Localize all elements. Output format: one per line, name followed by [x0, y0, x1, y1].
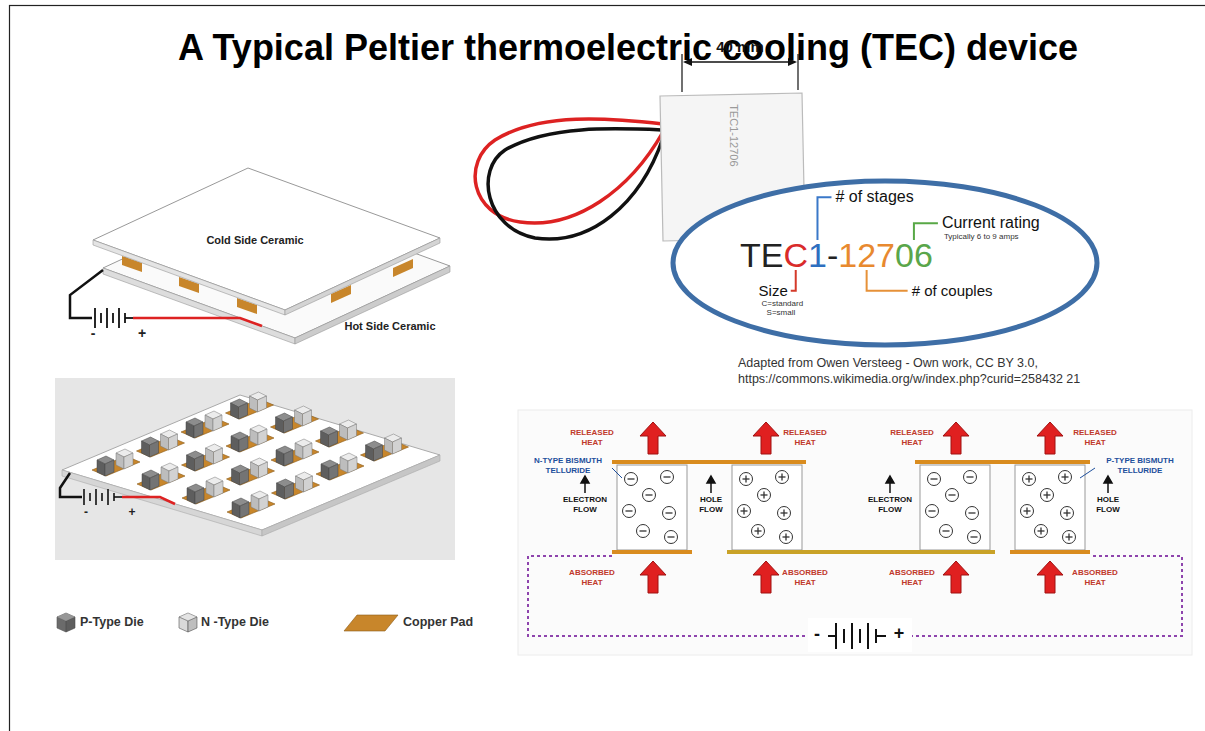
heat-label: ABSORBED HEAT	[568, 568, 616, 587]
annotation-label: Size	[759, 282, 788, 299]
annotation-label: Current rating	[942, 214, 1040, 232]
bracket-line	[817, 197, 831, 240]
polarity-sign: +	[138, 325, 146, 341]
flow-label: HOLE FLOW	[696, 495, 726, 514]
part-label: Hot Side Ceramic	[344, 320, 435, 333]
part-number-segment: C	[783, 238, 808, 272]
battery-symbol	[84, 489, 122, 505]
legend-label: Copper Pad	[403, 615, 473, 629]
swatch-shade	[66, 617, 75, 632]
heat-label: ABSORBED HEAT	[1071, 568, 1119, 587]
polarity-sign: +	[894, 623, 905, 644]
part-number-segment: 06	[895, 238, 933, 272]
page-frame	[10, 6, 1205, 731]
flow-label: ELECTRON FLOW	[561, 495, 609, 514]
black-wire	[70, 270, 103, 318]
attribution-note: Adapted from Owen Versteeg - Own work, C…	[738, 356, 1118, 387]
legend-swatch	[178, 612, 198, 633]
dimension-label: 40 mm	[716, 38, 764, 55]
die-array	[55, 378, 455, 560]
n-leg	[617, 465, 687, 550]
swatch-face	[344, 615, 398, 631]
heat-label: ABSORBED HEAT	[781, 568, 829, 587]
flow-label: HOLE FLOW	[1093, 495, 1123, 514]
legend-swatch	[343, 614, 399, 632]
annotation-note: S=small	[767, 308, 796, 317]
heat-label: RELEASED HEAT	[888, 428, 936, 447]
callout-ellipse: TEC1-12706 # of stagesCurrent ratingTypic…	[670, 178, 1100, 348]
copper-strip	[612, 462, 1090, 552]
junction-diagram	[518, 410, 1192, 655]
module-marking: TEC1-12706	[727, 104, 740, 166]
annotation-label: # of stages	[835, 188, 913, 206]
part-number-segment: -	[827, 238, 838, 272]
legend-label: N -Type Die	[201, 615, 269, 629]
red-wire	[122, 497, 175, 504]
heat-label: ABSORBED HEAT	[888, 568, 936, 587]
polarity-sign: +	[128, 506, 135, 520]
p-leg	[1015, 465, 1085, 550]
flow-arrow	[581, 476, 1112, 493]
bracket-line	[867, 270, 908, 291]
heat-label: RELEASED HEAT	[1071, 428, 1119, 447]
red-wire	[475, 119, 663, 223]
battery-symbol	[95, 308, 133, 328]
polarity-sign: -	[91, 325, 96, 341]
material-label: P-TYPE BISMUTH TELLURIDE	[1098, 456, 1182, 475]
battery-symbol	[828, 623, 886, 649]
part-number-segment: TE	[740, 238, 783, 272]
plate-edge	[285, 238, 440, 315]
polarity-sign: -	[814, 624, 820, 645]
n-leg	[920, 465, 990, 550]
base-plate	[62, 395, 440, 530]
black-wire	[488, 129, 663, 239]
p-leg	[732, 465, 802, 550]
heat-label: RELEASED HEAT	[781, 428, 829, 447]
heat-arrow	[640, 422, 1063, 593]
page-title: A Typical Peltier thermoelectric cooling…	[178, 27, 1078, 68]
cold-plate	[93, 168, 440, 310]
ellipse-outline	[673, 181, 1097, 345]
plate-edge	[93, 240, 285, 315]
legend-swatch	[56, 612, 76, 633]
plate-stack	[70, 168, 450, 344]
part-number-segment: 1	[808, 238, 827, 272]
legend-label: P-Type Die	[80, 615, 144, 629]
leader-line	[612, 468, 622, 478]
part-number: TEC1-12706	[740, 238, 933, 272]
part-number-segment: 127	[838, 238, 895, 272]
material-label: N-TYPE BISMUTH TELLURIDE	[526, 456, 610, 475]
polarity-sign: -	[84, 506, 88, 520]
red-wire	[133, 318, 262, 326]
leader-line	[1080, 468, 1095, 478]
swatch-shade	[188, 617, 197, 632]
heat-label: RELEASED HEAT	[568, 428, 616, 447]
annotation-note: C=standard	[762, 299, 804, 308]
part-label: Cold Side Ceramic	[206, 234, 303, 247]
annotation-label: # of couples	[912, 282, 993, 299]
photo-ground	[55, 378, 455, 560]
panel-ground	[518, 410, 1192, 655]
annotation-note: Typically 6 to 9 amps	[944, 232, 1019, 241]
flow-label: ELECTRON FLOW	[866, 495, 914, 514]
battery-ground	[808, 618, 912, 652]
bracket-line	[791, 270, 796, 291]
black-wire	[60, 473, 82, 497]
